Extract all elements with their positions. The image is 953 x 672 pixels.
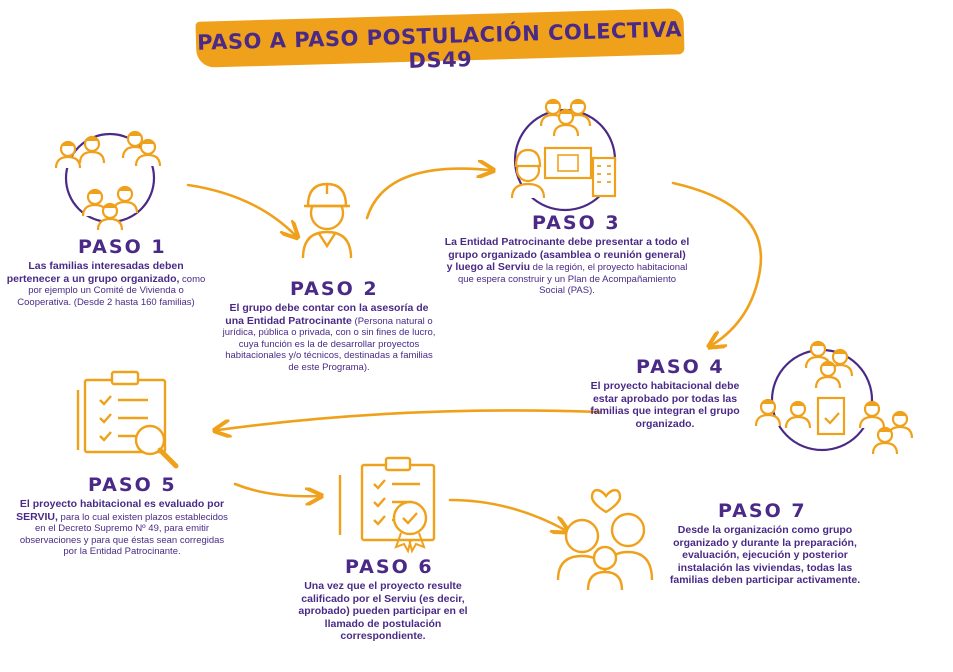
project-presentation-icon [510,98,617,212]
step-1-bold: Las familias interesadas deben pertenece… [6,260,184,285]
step-7-bold: Desde la organización como grupo organiz… [669,524,861,587]
arrow-6-to-7 [448,498,565,530]
step-2-title: PASO 2 [290,278,379,300]
step-1-text: Las familias interesadas deben pertenece… [2,260,210,308]
step-3-body: de la región, el proyecto habitacional q… [457,262,688,297]
family-group-icon [54,130,162,232]
family-heart-icon [556,488,654,591]
step-3-bold: La Entidad Patrocinante debe presentar a… [444,236,690,274]
step-4-title: PASO 4 [636,356,725,378]
step-1-body: como por ejemplo un Comité de Vivienda o… [17,273,206,308]
families-approval-icon [754,340,914,456]
step-2-body: (Persona natural o jurídica, pública o p… [222,315,436,373]
step-3-title: PASO 3 [532,212,621,234]
approved-checklist-icon [338,456,436,554]
step-3-text: La Entidad Patrocinante debe presentar a… [444,236,690,297]
step-5-title: PASO 5 [88,474,177,496]
step-5-bold: El proyecto habitacional es evaluado por… [16,498,225,523]
step-1-title: PASO 1 [78,236,167,258]
step-7-text: Desde la organización como grupo organiz… [666,524,864,587]
arrow-2-to-3 [365,169,490,220]
construction-worker-icon [301,182,353,259]
step-2-bold: El grupo debe contar con la asesoría de … [225,302,429,327]
arrow-3-to-4 [671,181,763,345]
step-5-body: para lo cual existen plazos establecidos… [19,511,228,558]
step-2-text: El grupo debe contar con la asesoría de … [222,302,436,374]
arrow-1-to-2 [186,183,295,235]
step-7-title: PASO 7 [718,500,807,522]
step-6-title: PASO 6 [345,556,434,578]
step-5-text: El proyecto habitacional es evaluado por… [16,498,228,558]
flow-arrows [186,169,763,530]
step-4-text: El proyecto habitacional debe estar apro… [580,380,750,430]
step-6-bold: Una vez que el proyecto resulte califica… [298,580,468,643]
step-6-text: Una vez que el proyecto resulte califica… [294,580,472,643]
arrow-4-to-5 [218,409,602,430]
arrow-5-to-6 [233,482,318,496]
checklist-magnifier-icon [76,370,179,469]
step-4-bold: El proyecto habitacional debe estar apro… [590,380,740,430]
